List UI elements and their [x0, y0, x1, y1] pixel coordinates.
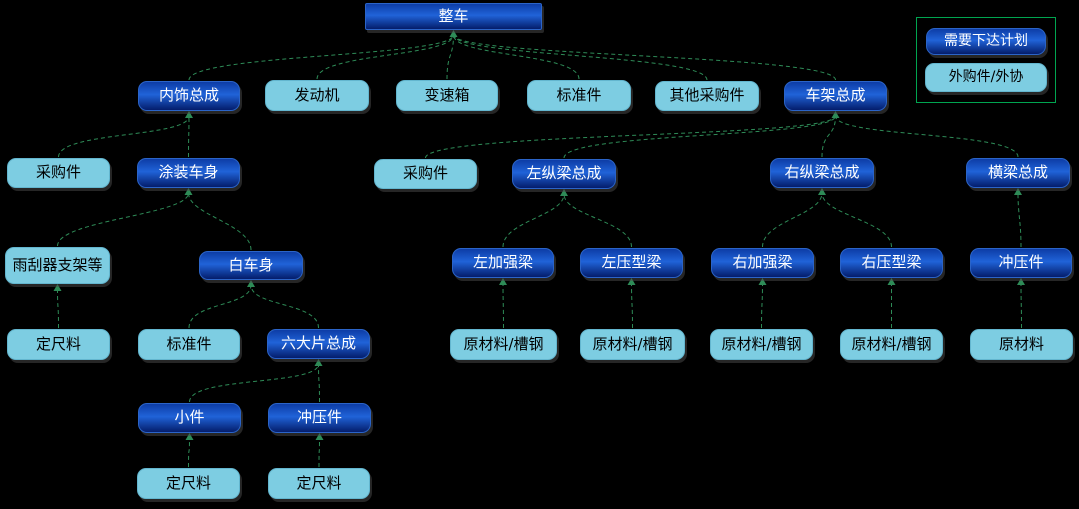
- arrowhead-icon: [499, 278, 507, 285]
- node-tuzhuang: 涂装车身: [137, 158, 240, 188]
- edge-zuozong-to-chejia: [563, 115, 836, 159]
- node-hengliang: 横梁总成: [966, 158, 1070, 188]
- arrowhead-icon: [184, 188, 193, 195]
- arrowhead-icon: [887, 278, 896, 285]
- node-dingchi1: 定尺料: [7, 329, 110, 360]
- node-dingchi3: 定尺料: [268, 468, 370, 499]
- node-xiaojian: 小件: [138, 403, 241, 433]
- arrowhead-icon: [314, 359, 323, 366]
- edge-caigou2-to-chejia: [425, 115, 836, 159]
- node-caigou2: 采购件: [374, 159, 477, 189]
- node-youzong: 右纵梁总成: [770, 158, 874, 188]
- node-zuozong: 左纵梁总成: [512, 159, 616, 189]
- arrowhead-icon: [53, 284, 62, 291]
- arrowhead-icon: [758, 278, 767, 285]
- arrowhead-icon: [315, 433, 324, 440]
- edge-caigou1-to-neishi: [58, 115, 190, 158]
- arrowhead-icon: [1017, 278, 1025, 285]
- edge-yuancl1-to-zuojia: [502, 282, 504, 329]
- node-yuancl1: 原材料/槽钢: [450, 329, 557, 360]
- node-liudapian: 六大片总成: [267, 329, 370, 359]
- node-youya: 右压型梁: [840, 248, 943, 278]
- edge-yuancailiao-to-chongya1: [1020, 282, 1022, 329]
- node-biaozhunjian2: 标准件: [138, 329, 240, 360]
- legend-item-outsourced: 外购件/外协: [925, 63, 1047, 92]
- node-yuguaqi: 雨刮器支架等: [5, 247, 110, 284]
- node-baicheshen: 白车身: [199, 251, 303, 280]
- node-fadongji: 发动机: [265, 80, 369, 111]
- node-caigou1: 采购件: [7, 158, 110, 188]
- arrowhead-icon: [185, 433, 194, 440]
- edge-chejia-to-zhengche: [453, 34, 836, 81]
- edge-youya-to-youzong: [821, 192, 892, 248]
- edge-fadongji-to-zhengche: [316, 34, 454, 80]
- arrowhead-icon: [247, 280, 255, 287]
- node-dingchi2: 定尺料: [137, 468, 240, 499]
- edge-biaozhunjian1-to-zhengche: [453, 34, 580, 80]
- edge-chongya2-to-liudapian: [318, 363, 320, 403]
- node-neishi: 内饰总成: [138, 81, 240, 111]
- edge-liudapian-to-baicheshen: [250, 284, 319, 329]
- edge-tuzhuang-to-neishi: [188, 115, 190, 158]
- edge-neishi-to-zhengche: [188, 34, 454, 81]
- node-zuojia: 左加强梁: [452, 248, 554, 278]
- edge-qita-to-zhengche: [453, 34, 708, 81]
- node-yuancl4: 原材料/槽钢: [840, 329, 943, 360]
- edge-xiaojian-to-liudapian: [189, 363, 319, 403]
- node-chongya2: 冲压件: [268, 403, 371, 433]
- edge-yuancl3-to-youjia: [761, 282, 763, 329]
- node-biansuxiang: 变速箱: [396, 80, 498, 111]
- edge-youjia-to-youzong: [762, 192, 823, 248]
- node-yuancl2: 原材料/槽钢: [580, 329, 685, 360]
- edge-youzong-to-chejia: [821, 115, 836, 158]
- arrowhead-icon: [1014, 188, 1022, 195]
- node-qita: 其他采购件: [655, 81, 759, 111]
- edge-dingchi3-to-chongya2: [318, 437, 320, 468]
- edge-zuoya-to-zuozong: [563, 193, 632, 248]
- edge-yuancl2-to-zuoya: [631, 282, 633, 329]
- arrowhead-icon: [831, 111, 840, 118]
- arrowhead-icon: [818, 188, 826, 195]
- arrowhead-icon: [560, 189, 568, 196]
- node-zuoya: 左压型梁: [580, 248, 683, 278]
- node-chejia: 车架总成: [784, 81, 887, 111]
- legend: 需要下达计划 外购件/外协: [916, 17, 1056, 103]
- node-biaozhunjian1: 标准件: [527, 80, 631, 111]
- node-zhengche: 整车: [365, 3, 542, 30]
- edge-yuguaqi-to-tuzhuang: [57, 192, 189, 247]
- edge-dingchi2-to-xiaojian: [188, 437, 190, 468]
- edge-chongya1-to-hengliang: [1017, 192, 1022, 248]
- edge-baicheshen-to-tuzhuang: [188, 192, 252, 251]
- node-yuancl3: 原材料/槽钢: [710, 329, 813, 360]
- node-youjia: 右加强梁: [711, 248, 814, 278]
- legend-item-planned: 需要下达计划: [926, 28, 1046, 55]
- arrowhead-icon: [449, 30, 458, 37]
- node-chongya1: 冲压件: [970, 248, 1072, 278]
- edge-biansuxiang-to-zhengche: [446, 34, 454, 80]
- arrowhead-icon: [185, 111, 193, 118]
- node-yuancailiao: 原材料: [970, 329, 1073, 360]
- edge-biaozhunjian2-to-baicheshen: [188, 284, 252, 329]
- edge-zuojia-to-zuozong: [502, 193, 565, 248]
- arrowhead-icon: [627, 278, 636, 285]
- edge-hengliang-to-chejia: [835, 115, 1019, 158]
- edge-dingchi1-to-yuguaqi: [57, 288, 59, 329]
